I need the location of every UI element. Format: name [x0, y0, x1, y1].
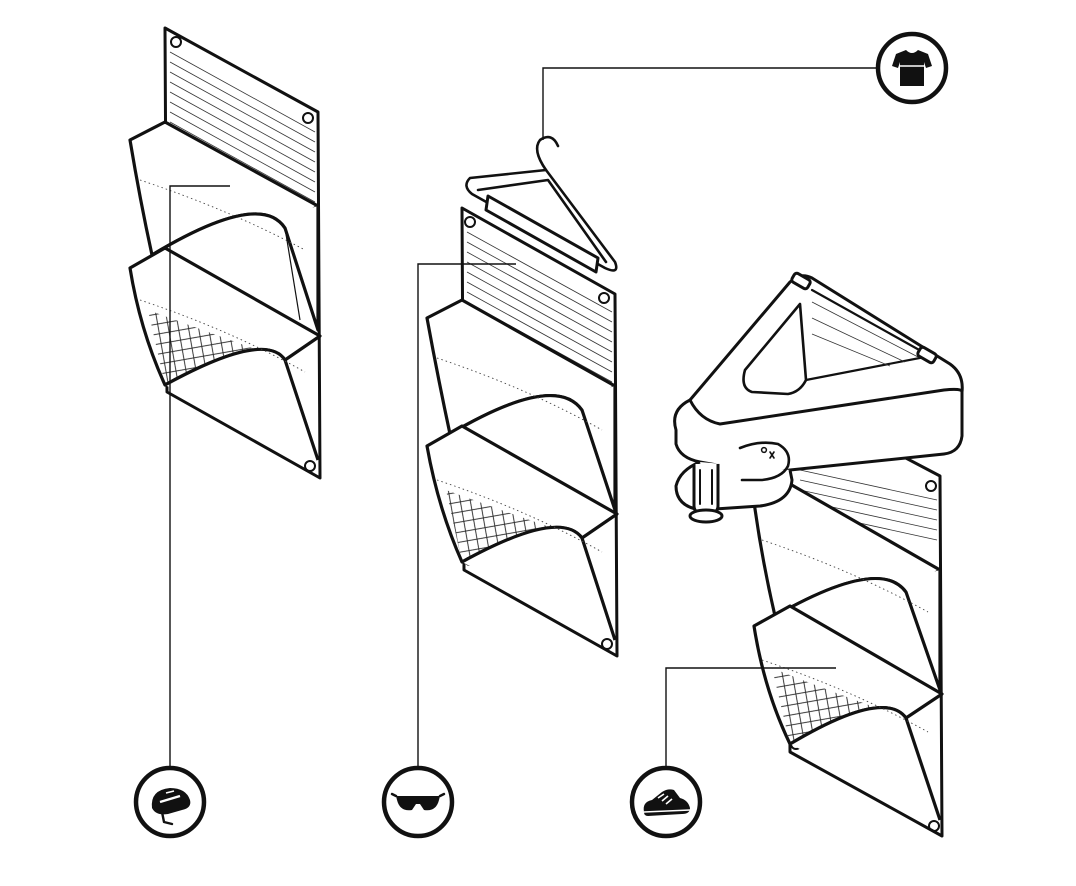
grommet — [304, 460, 316, 472]
clamp-organizer-right — [665, 271, 964, 838]
helmet-icon — [133, 765, 207, 839]
grommet — [170, 36, 182, 48]
grommet — [601, 638, 613, 650]
leader-line — [169, 185, 230, 768]
hanger-organizer-center — [417, 67, 876, 768]
pocket-lower — [425, 424, 619, 641]
sunglasses-icon — [381, 765, 455, 839]
pocket-lower — [128, 246, 322, 461]
grommet — [598, 292, 610, 304]
pocket-upper — [752, 482, 942, 692]
grommet — [464, 216, 476, 228]
grommet — [928, 820, 940, 832]
pocket-lower — [752, 604, 944, 821]
wall-organizer-left — [128, 26, 322, 768]
leader-line — [417, 263, 516, 768]
slat-lines — [169, 51, 316, 203]
slat-lines — [466, 231, 613, 383]
indicator-dot — [760, 446, 768, 454]
cycling-shoe-icon — [629, 765, 703, 839]
leader-line — [665, 667, 836, 768]
pocket-upper — [128, 120, 320, 332]
clamp-bracket — [673, 271, 964, 524]
jersey-icon — [875, 31, 949, 105]
leader-line — [542, 67, 876, 140]
grommet — [925, 480, 937, 492]
pocket-upper — [425, 298, 617, 512]
grommet — [302, 112, 314, 124]
hanger-bar — [484, 194, 600, 274]
